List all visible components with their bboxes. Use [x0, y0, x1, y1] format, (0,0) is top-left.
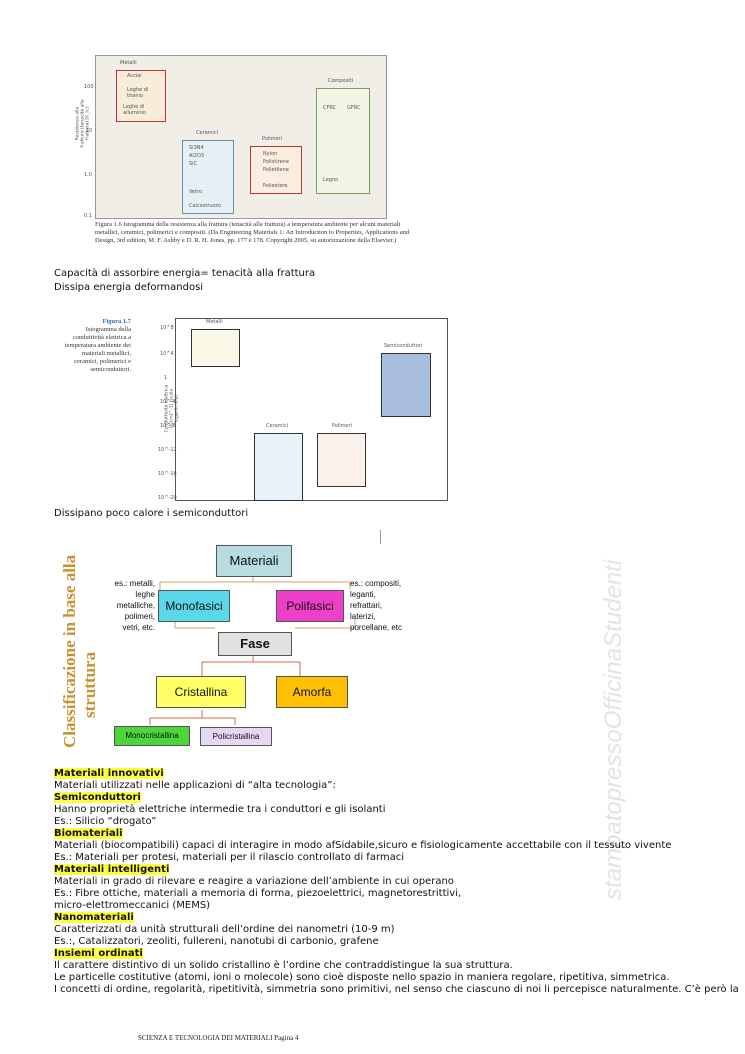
body-line: Caratterizzati da unità strutturali dell… — [54, 924, 395, 936]
fig2-ytick: 10^4 — [160, 351, 174, 357]
bar-label-ceramici: Ceramici — [266, 423, 289, 429]
section-heading-text: Materiali innovativi — [54, 768, 164, 779]
body-line: Materiali utilizzati nelle applicazioni … — [54, 780, 336, 792]
metals-box: Acciai Leghe di titanio Leghe di allumin… — [116, 70, 166, 122]
node-amorfa: Amorfa — [276, 676, 348, 708]
node-policristallina: Policristallina — [200, 727, 272, 746]
body-line-text: Es.:, Catalizzatori, zeoliti, fullereni,… — [54, 936, 379, 947]
bar-ceramici — [254, 433, 303, 501]
right-examples: es.: compositi, leganti, refrattari, lat… — [350, 579, 403, 632]
fig1-ytick: 1.0 — [84, 172, 92, 178]
fig2-ytick: 10^-16 — [158, 471, 177, 477]
body-line-text: Es.: Fibre ottiche, materiali a memoria … — [54, 888, 462, 899]
polymers-box: Nylon Polistirene Polietilene Poliestere — [250, 146, 302, 194]
body-line-text: Il carattere distintivo di un solido cri… — [54, 960, 513, 971]
page-footer: SCIENZA E TECNOLOGIA DEI MATERIALI Pagin… — [138, 1034, 299, 1042]
body-line-text: Le particelle costitutive (atomi, ioni o… — [54, 972, 670, 983]
fig2-ytick: 10^8 — [160, 325, 174, 331]
figure2-caption-title: Figura 1.7 — [102, 318, 131, 325]
bar-label-metalli: Metalli — [206, 319, 223, 325]
bar-label-polimeri: Polimeri — [332, 423, 353, 429]
composites-box: CFRC GFRC Legno — [316, 88, 370, 194]
body-line: Es.:, Catalizzatori, zeoliti, fullereni,… — [54, 936, 379, 948]
bar-semiconduttori — [381, 353, 431, 417]
section-heading: Materiali intelligenti — [54, 864, 170, 876]
section-heading: Materiali innovativi — [54, 768, 164, 780]
section-heading: Semiconduttori — [54, 792, 141, 804]
fig1-ytick: 0.1 — [84, 213, 92, 219]
body-line-text: Es.: Silicio “drogato” — [54, 816, 157, 827]
body-line: Es.: Materiali per protesi, materiali pe… — [54, 852, 404, 864]
section-heading-text: Insiemi ordinati — [54, 948, 143, 959]
figure2-caption: Figura 1.7 Istogramma della conduttività… — [57, 318, 131, 374]
body-line: Es.: Silicio “drogato” — [54, 816, 156, 828]
node-polifasici: Polifasici — [276, 590, 344, 622]
section-heading-text: Nanomateriali — [54, 912, 134, 923]
left-examples: es.: metalli, leghe metalliche, polimeri… — [114, 579, 155, 632]
body-line-text: Materiali in grado di rilevare e reagire… — [54, 876, 454, 887]
diagram-connectors — [149, 577, 356, 725]
section-heading-text: Semiconduttori — [54, 792, 141, 803]
text-dissipa: Dissipa energia deformandosi — [54, 282, 204, 293]
bar-polimeri — [317, 433, 366, 487]
figure2-caption-body: Istogramma della conduttività elettrica … — [64, 326, 131, 373]
bar-label-semiconduttori: Semiconduttori — [384, 343, 423, 349]
polymers-title: Polimeri — [262, 136, 283, 142]
section-heading: Biomateriali — [54, 828, 123, 840]
body-line: micro-elettromeccanici (MEMS) — [54, 900, 210, 912]
fig1-y-axis-label: Resistenza alla frattura (tenacità alla … — [75, 99, 91, 148]
body-line: Hanno proprietà elettriche intermedie tr… — [54, 804, 385, 816]
body-line: Materiali (biocompatibili) capaci di int… — [54, 840, 671, 852]
section-heading-text: Materiali intelligenti — [54, 864, 170, 875]
body-line-text: I concetti di ordine, regolarità, ripeti… — [54, 984, 739, 995]
conductivity-figure: Conduttività elettrica [(Ω·m)^-1] (scala… — [158, 318, 448, 501]
section-heading: Nanomateriali — [54, 912, 134, 924]
node-materiali: Materiali — [216, 545, 292, 577]
composites-title: Compositi — [328, 78, 353, 84]
section-heading: Insiemi ordinati — [54, 948, 143, 960]
fig1-ytick: 10 — [86, 128, 93, 134]
body-line-text: Hanno proprietà elettriche intermedie tr… — [54, 804, 386, 815]
fig2-ytick: 10^-12 — [158, 447, 177, 453]
body-line-text: Caratterizzati da unità strutturali dell… — [54, 924, 395, 935]
body-line: Il carattere distintivo di un solido cri… — [54, 960, 513, 972]
fig2-ytick: 10^-4 — [160, 399, 176, 405]
figure1-caption: Figura 1.6 Istogramma della resistenza a… — [95, 221, 410, 244]
node-monofasici: Monofasici — [158, 590, 230, 622]
ceramics-title: Ceramici — [196, 130, 219, 136]
text-toughness: Capacità di assorbire energia= tenacità … — [54, 268, 316, 279]
ceramics-box: Si3N4 Al2O3 SiC Vetro Calcestruzzo — [182, 140, 234, 214]
fig2-ytick: 10^-8 — [160, 423, 176, 429]
fig2-y-axis-label: Conduttività elettrica [(Ω·m)^-1] (scala… — [164, 384, 180, 433]
body-line-text: Es.: Materiali per protesi, materiali pe… — [54, 852, 405, 863]
fig2-ytick: 10^-20 — [158, 495, 177, 501]
node-monocristallina: Monocristallina — [114, 726, 190, 746]
section-heading-text: Biomateriali — [54, 828, 123, 839]
diagram-marker — [380, 530, 381, 544]
body-line-text: Materiali (biocompatibili) capaci di int… — [54, 840, 672, 851]
metals-title: Metalli — [120, 60, 137, 66]
node-fase: Fase — [218, 632, 292, 656]
fig1-ytick: 100 — [84, 84, 94, 90]
node-cristallina: Cristallina — [156, 676, 246, 708]
bar-metalli — [191, 329, 240, 367]
body-line: Le particelle costitutive (atomi, ioni o… — [54, 972, 670, 984]
fracture-toughness-figure: Resistenza alla frattura (tenacità alla … — [76, 55, 387, 219]
diagram-side-title: Classificazione in base alla struttura — [60, 554, 99, 748]
body-line-text: micro-elettromeccanici (MEMS) — [54, 900, 211, 911]
body-line-text: Materiali utilizzati nelle applicazioni … — [54, 780, 336, 791]
body-line: Materiali in grado di rilevare e reagire… — [54, 876, 454, 888]
body-line: Es.: Fibre ottiche, materiali a memoria … — [54, 888, 461, 900]
fig2-ytick: 1 — [164, 375, 168, 381]
text-semicond: Dissipano poco calore i semiconduttori — [54, 508, 249, 519]
body-line: I concetti di ordine, regolarità, ripeti… — [54, 984, 739, 996]
